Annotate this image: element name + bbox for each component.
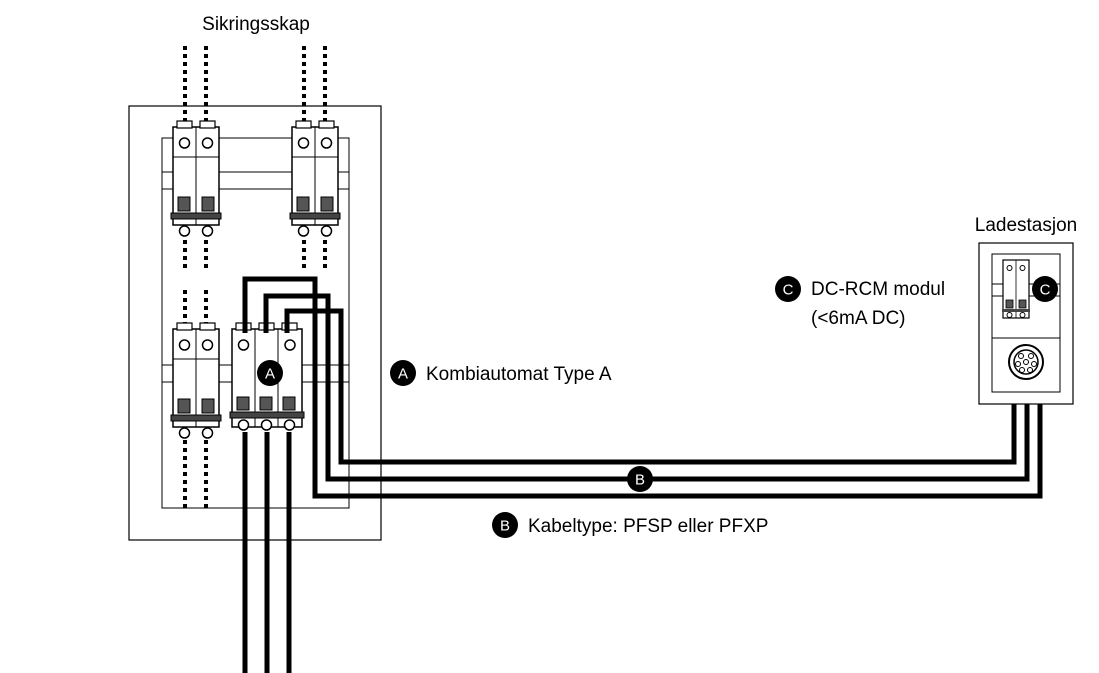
legend-c-line1: DC-RCM modul [811, 279, 945, 300]
legend-b: B Kabeltype: PFSP eller PFXP [492, 512, 768, 538]
station-title: Ladestasjon [975, 215, 1077, 236]
internal-wiring-dotted [183, 232, 327, 510]
legend-b-text: Kabeltype: PFSP eller PFXP [528, 516, 768, 537]
legend-a-text: Kombiautomat Type A [426, 364, 612, 385]
panel-title: Sikringsskap [202, 14, 310, 35]
badge-b-on-cable: B [627, 466, 653, 492]
supply-cables [242, 432, 292, 673]
legend-a: A Kombiautomat Type A [390, 360, 612, 386]
cable-b [242, 276, 1043, 499]
svg-text:B: B [500, 518, 510, 535]
breaker-lower-left [170, 322, 222, 439]
svg-text:C: C [783, 282, 794, 299]
incoming-feeder-top [183, 46, 327, 124]
legend-c-line2: (<6mA DC) [811, 308, 906, 329]
svg-text:C: C [1040, 282, 1051, 299]
panel-backplate [161, 137, 350, 509]
charging-socket-icon [1008, 344, 1044, 380]
svg-text:B: B [635, 472, 645, 489]
combination-breaker-type-a [229, 322, 305, 431]
breaker-upper-right [289, 120, 341, 237]
svg-text:A: A [265, 366, 275, 383]
badge-a-on-breaker: A [257, 360, 283, 386]
breaker-upper-left [170, 120, 222, 237]
badge-c-on-module: C [1032, 276, 1058, 302]
charging-station [978, 242, 1074, 405]
legend-c: C DC-RCM modul (<6mA DC) [775, 276, 945, 329]
svg-text:A: A [398, 366, 408, 383]
panel-enclosure [128, 105, 382, 541]
